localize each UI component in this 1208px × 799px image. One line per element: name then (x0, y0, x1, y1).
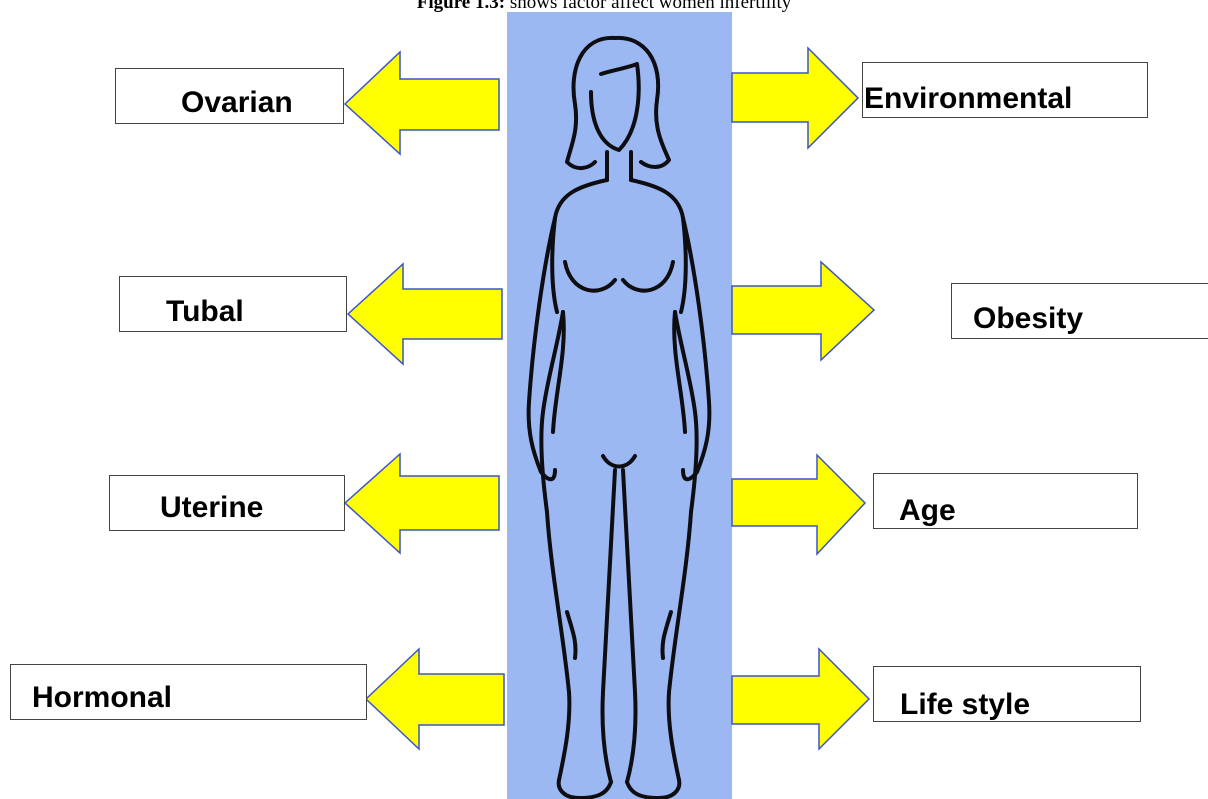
left-arrow-icon (366, 649, 504, 749)
left-arrow-icon (345, 52, 499, 154)
factor-label-ovarian: Ovarian (181, 88, 293, 118)
left-arrow-icon (345, 454, 499, 553)
factor-label-life-style: Life style (900, 690, 1030, 720)
factor-label-hormonal: Hormonal (32, 683, 172, 713)
factor-label-obesity: Obesity (973, 304, 1083, 334)
right-arrow-icon (732, 262, 874, 360)
factor-label-uterine: Uterine (160, 493, 263, 523)
left-arrow-icon (348, 264, 502, 364)
right-arrow-icon (732, 48, 858, 148)
right-arrow-icon (732, 455, 865, 554)
factor-label-tubal: Tubal (166, 297, 244, 327)
right-arrow-icon (732, 649, 869, 749)
factor-label-environmental: Environmental (864, 84, 1072, 114)
factor-label-age: Age (899, 496, 956, 526)
